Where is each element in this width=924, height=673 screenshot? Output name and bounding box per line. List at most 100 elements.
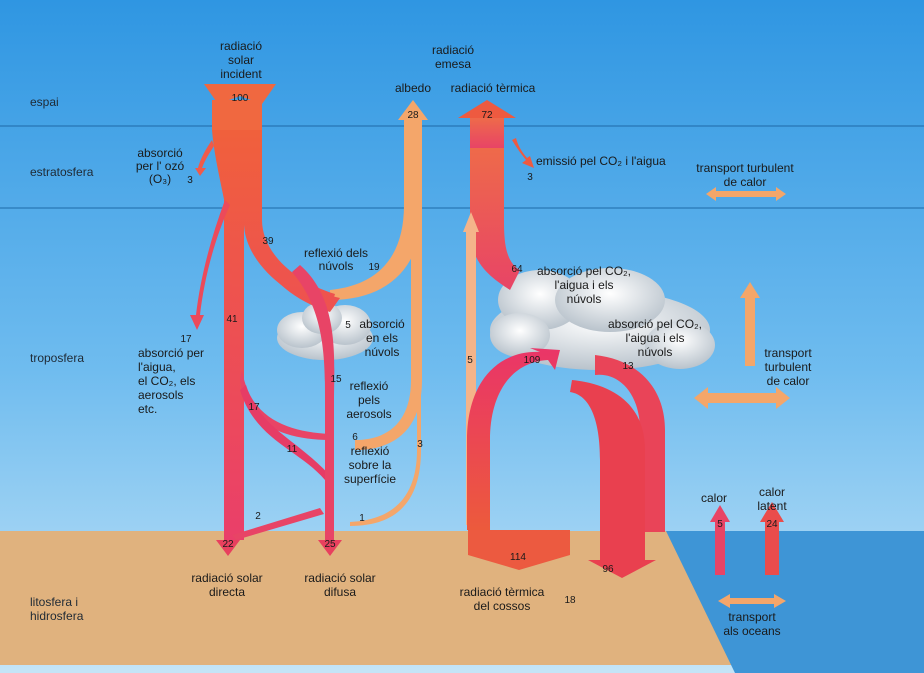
thermal-arrowhead	[458, 100, 516, 118]
transport-vertical-bar	[745, 296, 755, 366]
incoming-solar-flows	[190, 84, 342, 556]
label-reflexio-sup-2: sobre la	[349, 458, 392, 472]
value-termica: 72	[481, 110, 493, 121]
label-emesa-1: radiació	[432, 43, 474, 57]
value-2: 2	[255, 511, 261, 522]
label-oceans-2: als oceans	[723, 624, 780, 638]
label-absorcio-co2-2c: núvols	[638, 345, 673, 359]
diffuse-path-15	[292, 265, 335, 540]
value-incident: 100	[232, 93, 249, 104]
transport-ocean-right-head	[774, 594, 786, 608]
sensible-heat-shaft	[715, 520, 725, 575]
label-cossos-1: radiació tèrmica	[460, 585, 545, 599]
label-absorcio-co2-1b: l'aigua i els	[555, 278, 614, 292]
thermal-column-top	[470, 118, 504, 148]
diffuse-arrowhead	[318, 540, 342, 556]
label-emissio: emissió pel CO₂ i l'aigua	[536, 154, 666, 168]
label-absorcio-aigua-3: el CO₂, els	[138, 374, 195, 388]
thermal-column-mid	[470, 148, 520, 290]
cloud-reflection-flow	[330, 120, 422, 300]
turbulent-transport	[694, 187, 790, 608]
label-turbulent-mid-1: transport	[764, 346, 812, 360]
label-reflexio-sup-3: superfície	[344, 472, 396, 486]
albedo-arrowhead	[398, 100, 428, 120]
path-2	[232, 508, 324, 540]
value-41: 41	[226, 314, 238, 325]
transport-top-left-head	[706, 187, 716, 201]
value-5b: 5	[467, 355, 473, 366]
sensible-heat-head	[710, 505, 730, 522]
co2-emission-arrow	[512, 138, 534, 168]
zone-espai: espai	[30, 95, 59, 109]
label-radiacio-termica: radiació tèrmica	[451, 81, 536, 95]
ocean-heat-arrows	[710, 502, 784, 575]
value-18: 18	[564, 595, 576, 606]
transport-top-right-head	[776, 187, 786, 201]
value-11: 11	[287, 444, 298, 455]
label-emesa-2: emesa	[435, 57, 471, 71]
label-reflexio-aerosols-2: pels	[358, 393, 380, 407]
label-absorcio-nuvols-1: absorció	[359, 317, 405, 331]
thermal-path-5	[466, 225, 476, 525]
value-1: 1	[359, 513, 365, 524]
thermal-96-arrowhead	[588, 560, 656, 578]
label-solar-incident-2: solar	[228, 53, 254, 67]
latent-heat-head	[760, 502, 784, 522]
label-cossos-2: del cossos	[474, 599, 531, 613]
zone-troposfera: troposfera	[30, 351, 84, 365]
label-albedo: albedo	[395, 81, 431, 95]
thermal-flows	[458, 100, 665, 578]
value-ozo: 3	[187, 175, 193, 186]
label-absorcio-co2-2a: absorció pel CO₂,	[608, 317, 702, 331]
label-solar-incident-3: incident	[220, 67, 262, 81]
label-reflexio-nuvols-2: núvols	[319, 259, 354, 273]
value-64: 64	[511, 264, 523, 275]
value-114: 114	[510, 552, 526, 563]
transport-vertical-head	[740, 282, 760, 298]
thermal-5-arrowhead	[463, 212, 479, 232]
value-13: 13	[622, 361, 634, 372]
label-calor-latent-2: latent	[757, 499, 787, 513]
thermal-bodies-arrow	[468, 530, 570, 570]
value-17b: 17	[248, 402, 260, 413]
value-19: 19	[368, 262, 380, 273]
zone-litosfera-2: hidrosfera	[30, 609, 84, 623]
label-directa-2: directa	[209, 585, 245, 599]
label-absorcio-aigua-4: aerosols	[138, 388, 183, 402]
label-difusa-2: difusa	[324, 585, 356, 599]
incident-arrow-top	[204, 84, 276, 104]
ozone-absorption-arrow	[195, 140, 214, 176]
transport-mid-right-head	[776, 387, 790, 409]
label-turbulent-mid-2: turbulent	[765, 360, 812, 374]
label-solar-incident-1: radiació	[220, 39, 262, 53]
transport-ocean-bar	[728, 598, 776, 604]
thermal-path-109	[467, 348, 560, 530]
value-96: 96	[602, 564, 614, 575]
value-albedo: 28	[407, 110, 419, 121]
value-25: 25	[324, 539, 336, 550]
value-15: 15	[330, 374, 342, 385]
label-absorcio-aigua-2: l'aigua,	[138, 360, 176, 374]
zone-estratosfera: estratosfera	[30, 165, 94, 179]
label-absorcio-co2-2b: l'aigua i els	[626, 331, 685, 345]
value-109: 109	[524, 355, 541, 366]
reflection-flows	[330, 100, 428, 526]
label-ozo-3: (O₃)	[149, 172, 171, 186]
label-absorcio-co2-1c: núvols	[567, 292, 602, 306]
label-absorcio-nuvols-3: núvols	[365, 345, 400, 359]
value-39: 39	[262, 236, 274, 247]
aerosol-path	[240, 370, 330, 440]
latent-heat-shaft	[765, 520, 779, 575]
label-calor: calor	[701, 491, 727, 505]
value-22: 22	[222, 539, 234, 550]
value-emissio: 3	[527, 172, 533, 183]
label-directa-1: radiació solar	[191, 571, 262, 585]
value-5a: 5	[345, 320, 351, 331]
label-ozo-2: per l' ozó	[136, 159, 185, 173]
land-area	[0, 531, 735, 665]
label-reflexio-sup-1: reflexió	[351, 444, 390, 458]
label-turbulent-mid-3: de calor	[767, 374, 810, 388]
thermal-path-96	[570, 380, 645, 560]
transport-top-bar	[714, 191, 778, 197]
label-reflexio-aerosols-1: reflexió	[350, 379, 389, 393]
